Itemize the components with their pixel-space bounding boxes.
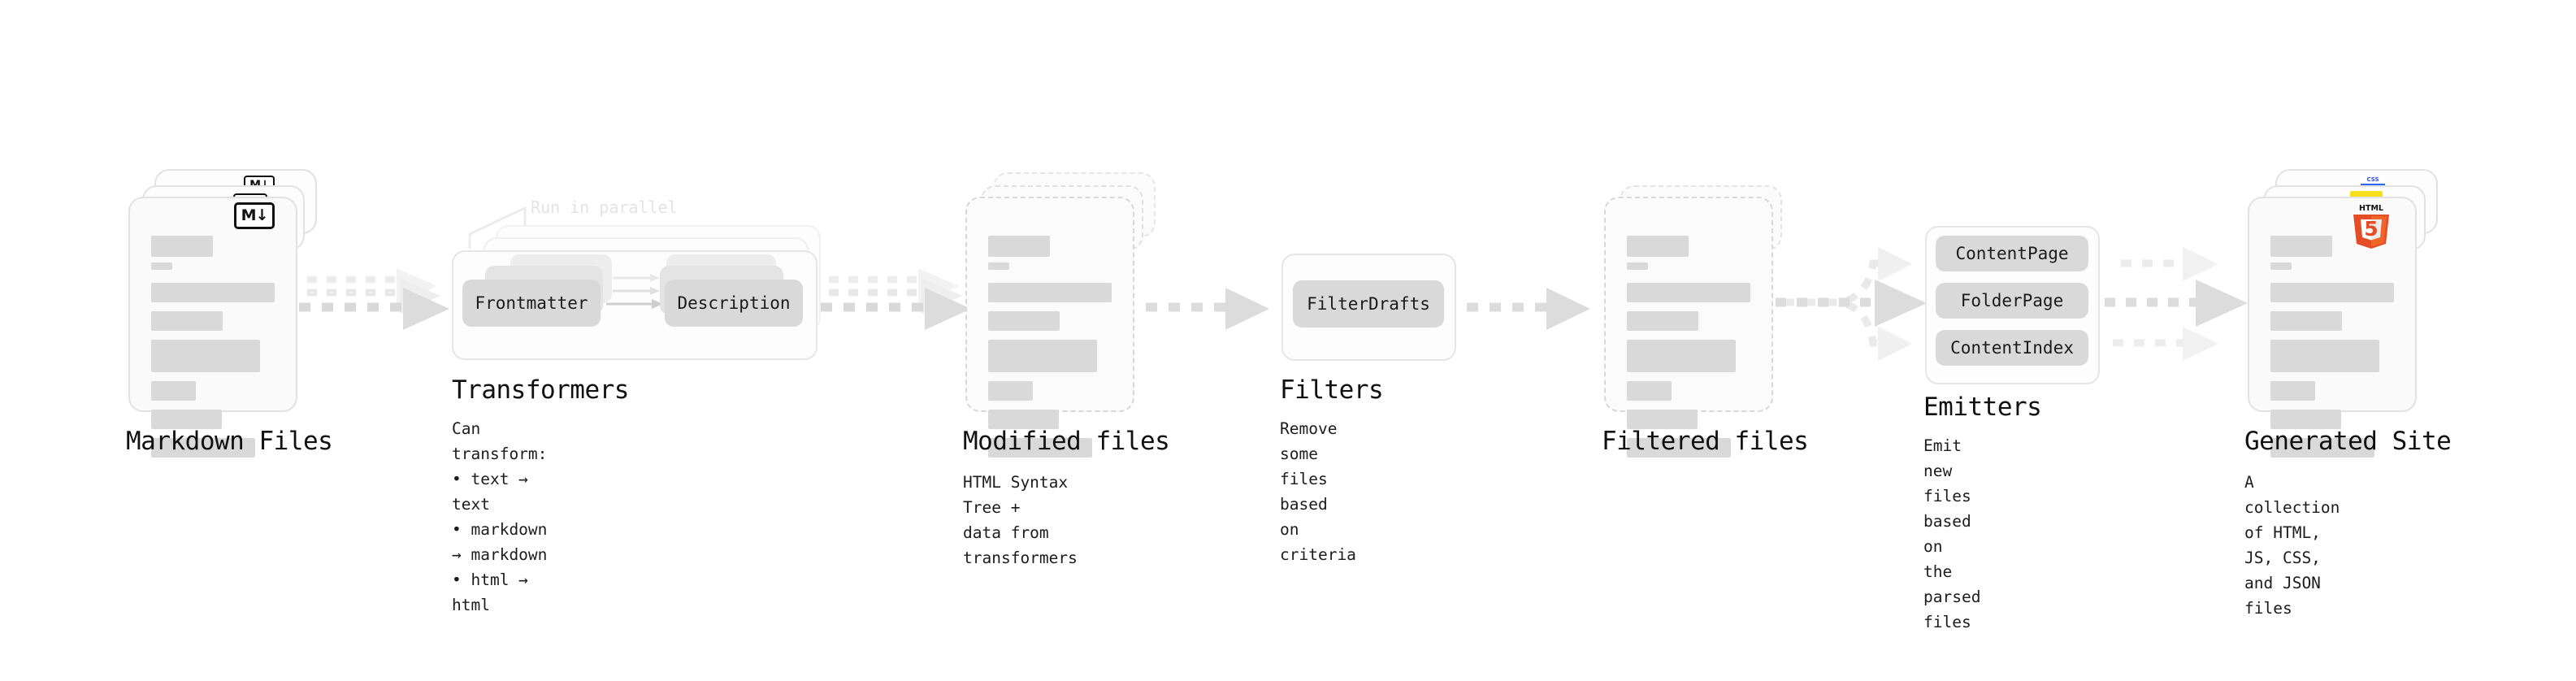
placeholder-line xyxy=(2270,283,2394,302)
stage-desc-filters: Remove some files based on criteria xyxy=(1280,419,1356,564)
stage-desc-transformers: Can transform: • text → text • markdown … xyxy=(452,419,548,614)
stage-title-emitters: Emitters xyxy=(1923,393,2042,422)
modified-card-placeholder-lines xyxy=(988,236,1112,466)
filtered-card-front xyxy=(1604,197,1773,458)
run-in-parallel-label: Run in parallel xyxy=(531,197,678,217)
placeholder-line xyxy=(1627,410,1698,429)
emitters-chip-contentindex[interactable]: ContentIndex xyxy=(1936,330,2088,366)
site-card-front xyxy=(2248,197,2417,458)
stage-title-modified-files: Modified files xyxy=(963,427,1170,456)
placeholder-line xyxy=(1627,262,1648,270)
connector-transformers-to-modified xyxy=(821,268,971,341)
emitters-chip-folderpage[interactable]: FolderPage xyxy=(1936,283,2088,319)
transformers-chip-frontmatter[interactable]: Frontmatter xyxy=(462,280,601,327)
stage-title-generated-site: Generated Site xyxy=(2244,427,2452,456)
html5-shield-icon: HTML 5 xyxy=(2348,202,2394,250)
transformers-chip-description[interactable]: Description xyxy=(665,280,803,327)
placeholder-line xyxy=(1627,438,1731,458)
filters-chip-filterdrafts[interactable]: FilterDrafts xyxy=(1293,280,1444,327)
css-badge-icon: CSS xyxy=(2361,176,2385,186)
transformers-inner-arrows xyxy=(606,274,663,309)
emitters-chip-contentpage[interactable]: ContentPage xyxy=(1936,236,2088,271)
placeholder-line xyxy=(151,283,275,302)
placeholder-line xyxy=(2270,311,2343,331)
placeholder-line xyxy=(1627,236,1689,257)
placeholder-line xyxy=(988,311,1060,331)
placeholder-line xyxy=(988,410,1059,429)
stage-title-filtered-files: Filtered files xyxy=(1602,427,1809,456)
placeholder-line xyxy=(2270,236,2332,257)
placeholder-line xyxy=(988,236,1050,257)
chip-label: ContentIndex xyxy=(1950,338,2074,358)
connector-modified-to-filters xyxy=(1146,286,1276,335)
placeholder-line xyxy=(1627,283,1750,302)
filtered-card-placeholder-lines xyxy=(1627,236,1750,466)
connector-filtered-to-emitters xyxy=(1776,229,1930,375)
placeholder-line xyxy=(1627,311,1699,331)
stage-desc-generated-site: A collection of HTML, JS, CSS, and JSON … xyxy=(2244,473,2340,618)
svg-text:5: 5 xyxy=(2364,217,2378,241)
stage-title-transformers: Transformers xyxy=(452,375,629,405)
placeholder-line xyxy=(2270,340,2379,372)
markdown-card-placeholder-lines xyxy=(151,236,275,466)
modified-card-front xyxy=(965,197,1134,458)
chip-label: FilterDrafts xyxy=(1307,294,1430,314)
placeholder-line xyxy=(1627,381,1672,401)
placeholder-line xyxy=(2270,262,2292,270)
connector-emitters-to-site xyxy=(2105,229,2251,375)
stage-desc-modified-files: HTML Syntax Tree + data from transformer… xyxy=(963,473,1078,567)
run-in-parallel-leader xyxy=(468,206,527,249)
placeholder-line xyxy=(988,381,1033,401)
stage-desc-emitters: Emit new files based on the parsed files xyxy=(1923,436,1981,631)
connector-md-to-transformers xyxy=(299,268,449,341)
chip-label: ContentPage xyxy=(1955,244,2069,263)
chip-label: Frontmatter xyxy=(475,293,588,313)
placeholder-line xyxy=(988,438,1092,458)
stage-title-markdown-files: Markdown Files xyxy=(126,427,333,456)
placeholder-line xyxy=(988,340,1097,372)
stage-title-filters: Filters xyxy=(1280,375,1384,405)
placeholder-line xyxy=(151,311,223,331)
placeholder-line xyxy=(988,283,1112,302)
placeholder-line xyxy=(1627,340,1736,372)
placeholder-line xyxy=(151,262,172,270)
placeholder-line xyxy=(151,438,255,458)
markdown-badge-icon: M↓ xyxy=(234,202,275,229)
placeholder-line xyxy=(988,262,1009,270)
placeholder-line xyxy=(151,410,222,429)
placeholder-line xyxy=(2270,410,2341,429)
site-card-placeholder-lines xyxy=(2270,236,2394,466)
placeholder-line xyxy=(2270,438,2374,458)
placeholder-line xyxy=(151,381,196,401)
placeholder-line xyxy=(151,340,260,372)
placeholder-line xyxy=(151,236,213,257)
connector-filters-to-filtered xyxy=(1467,286,1597,335)
svg-text:HTML: HTML xyxy=(2359,204,2383,213)
chip-label: FolderPage xyxy=(1960,291,2064,310)
chip-label: Description xyxy=(677,293,791,313)
markdown-card-front xyxy=(128,197,297,458)
placeholder-line xyxy=(2270,381,2315,401)
